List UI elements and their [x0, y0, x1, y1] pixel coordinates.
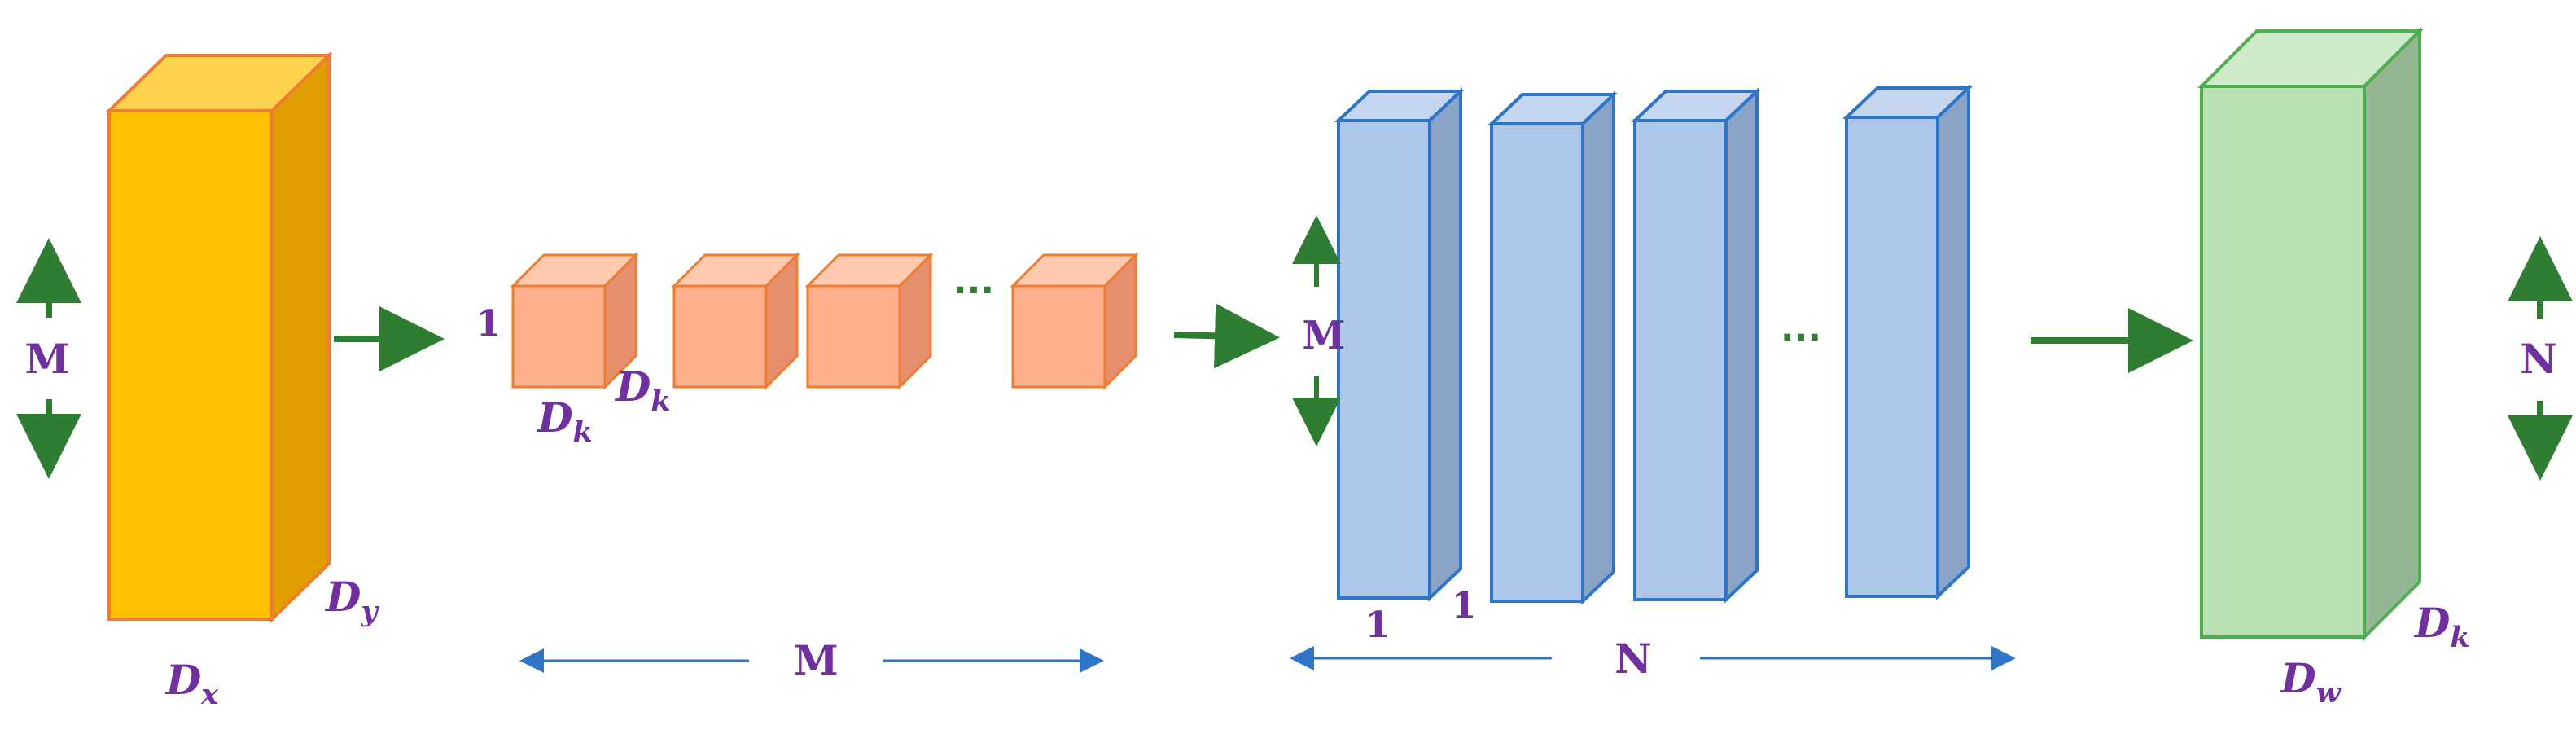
kernel-cube-2: [671, 252, 800, 390]
output-width-label: Dw: [2279, 654, 2342, 710]
output-cuboid: [2197, 27, 2424, 641]
kernel-width-label: Dk: [536, 393, 593, 449]
pointwise-bar-1: [1334, 87, 1465, 602]
pointwise-bar-4: [1842, 84, 1974, 600]
input-cuboid: [105, 51, 333, 623]
kernel-cube-1: [510, 252, 639, 390]
kernel-ellipsis: ...: [953, 261, 994, 302]
output-height-label: N: [2520, 335, 2557, 383]
pointwise-bar-4-side-face: [1936, 84, 1970, 600]
pointwise-bar-1-side-face: [1428, 87, 1462, 602]
pointwise-height-label: M: [1302, 313, 1345, 358]
kernel-cube-4: [1010, 252, 1139, 390]
kernel-cube-4-front-face: [1011, 284, 1106, 389]
pointwise-bar-4-front-face: [1845, 116, 1939, 598]
kernel-cube-3: [804, 252, 934, 390]
kernel-cube-2-front-face: [672, 284, 768, 389]
input-cuboid-front-face: [107, 109, 274, 621]
pointwise-ellipsis: ...: [1781, 308, 1821, 349]
pointwise-bar-3-side-face: [1724, 87, 1759, 604]
output-depth-label: Dk: [2413, 599, 2470, 654]
kernel-group: [510, 252, 1139, 390]
input-cuboid-side-face: [270, 51, 331, 623]
pointwise-bar-3-front-face: [1633, 119, 1728, 601]
pointwise-bar-1-front-face: [1337, 119, 1431, 600]
flow-arrow-2: [1173, 303, 1280, 369]
pointwise-first-label: 1: [1365, 604, 1391, 646]
output-block: [2197, 27, 2424, 641]
pointwise-bar-2: [1487, 90, 1619, 605]
kernel-channel-label: 1: [476, 303, 502, 345]
pointwise-group: [1334, 84, 1974, 605]
pointwise-bar-3: [1630, 87, 1762, 604]
input-height-label: M: [24, 335, 69, 383]
pointwise-bar-2-front-face: [1490, 122, 1584, 603]
input-width-label: Dx: [164, 656, 219, 711]
output-cuboid-front-face: [2200, 85, 2366, 639]
input-depth-label: Dy: [324, 573, 379, 628]
pointwise-second-label: 1: [1452, 585, 1477, 626]
kernel-cube-1-front-face: [511, 284, 607, 389]
output-cuboid-side-face: [2363, 27, 2421, 641]
kernel-height-label: Dk: [614, 363, 671, 418]
pointwise-span-label: N: [1614, 635, 1652, 683]
kernel-cube-3-front-face: [806, 284, 901, 389]
pointwise-bar-2-side-face: [1581, 90, 1615, 605]
kernel-span-label: M: [793, 636, 838, 684]
input-block: [105, 51, 333, 623]
